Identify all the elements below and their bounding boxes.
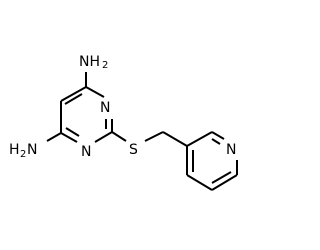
bond-c6p-c5p-inner [211, 171, 232, 184]
nh2-top-sub: 2 [102, 60, 108, 71]
bond-c6-n1 [60, 132, 78, 143]
atom-n3: N [100, 100, 110, 116]
bond-c2p-n [211, 131, 225, 140]
bond-c2-s [111, 131, 127, 142]
nh2-top-main: NH [79, 54, 100, 70]
bond-c6p-c5p [211, 174, 238, 191]
bond-c6-n1-inner [65, 127, 80, 137]
bond-c5p-c4p [186, 174, 213, 191]
atom-sulfur: S [129, 142, 138, 158]
bond-c2p-n-inner [211, 138, 221, 145]
bond-c3-c2p [186, 131, 213, 147]
bond-s-ch2 [144, 131, 164, 142]
label-nh2-top: NH 2 [79, 54, 108, 71]
bond-c4-c5-inner [64, 93, 83, 105]
bond-n3-c4 [85, 86, 105, 98]
pyridine-ring [186, 131, 238, 191]
molecule-structure: NH 2 N N H 2 N S N [9, 54, 238, 191]
nh2-bottom-sub: 2 [20, 149, 26, 160]
atom-n1: N [81, 144, 91, 160]
atom-pyridine-n: N [226, 142, 236, 158]
label-nh2-bottom: H 2 N [9, 142, 37, 160]
nh2-bottom-main: H [9, 142, 20, 158]
nh2-bottom-n: N [27, 142, 37, 158]
bond-c4-c5 [60, 86, 87, 102]
pyrimidine-ring [60, 86, 113, 143]
bond-n1-c2 [94, 131, 113, 143]
bond-ch2-pyridine [162, 131, 188, 147]
bond-c6-nh2 [46, 132, 62, 142]
